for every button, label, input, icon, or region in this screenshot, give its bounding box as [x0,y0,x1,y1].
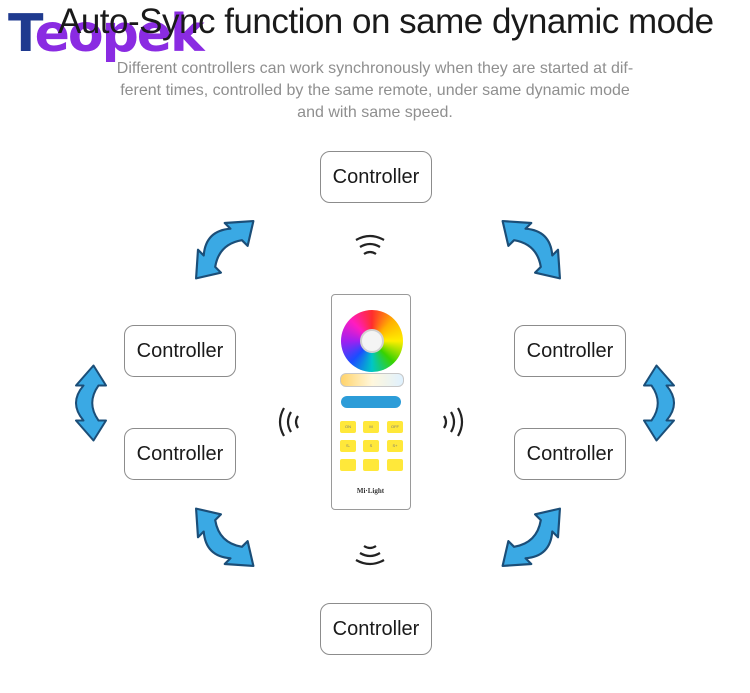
remote-button: M [363,421,379,433]
description: Different controllers can work synchrono… [60,58,690,124]
page-title: Auto-Sync function on same dynamic mode [58,2,714,41]
remote-button: OFF [387,421,403,433]
color-wheel [341,310,403,372]
remote-brand: Mi·Light [356,487,385,495]
sync-arrow-upper-left [181,206,264,289]
description-line: Different controllers can work synchrono… [116,60,634,77]
signal-wave-left-icon [278,406,300,438]
sync-arrow-right [643,364,675,442]
sync-arrow-left [75,364,107,442]
remote-button [387,459,403,471]
remote-button: S- [340,440,356,452]
controller-left-upper: Controller [124,325,236,377]
remote-button: S [363,440,379,452]
logo: Teopek [8,4,205,64]
color-temperature-slider [340,373,404,387]
remote-button [340,459,356,471]
controller-left-lower: Controller [124,428,236,480]
controller-top: Controller [320,151,432,203]
sync-arrow-upper-right [492,206,575,289]
description-line: ferent times, controlled by the same rem… [120,82,630,99]
signal-wave-bottom-icon [354,544,386,566]
sync-arrow-lower-right [492,498,575,581]
remote-control: ON M OFF S- S S+ Mi·Light [331,294,411,510]
controller-right-upper: Controller [514,325,626,377]
remote-button: S+ [387,440,403,452]
controller-right-lower: Controller [514,428,626,480]
signal-wave-right-icon [442,406,464,438]
remote-button [363,459,379,471]
signal-wave-top-icon [354,234,386,256]
controller-bottom: Controller [320,603,432,655]
sync-arrow-lower-left [181,498,264,581]
description-line: and with same speed. [297,104,453,121]
remote-button: ON [340,421,356,433]
brightness-slider [341,396,401,408]
